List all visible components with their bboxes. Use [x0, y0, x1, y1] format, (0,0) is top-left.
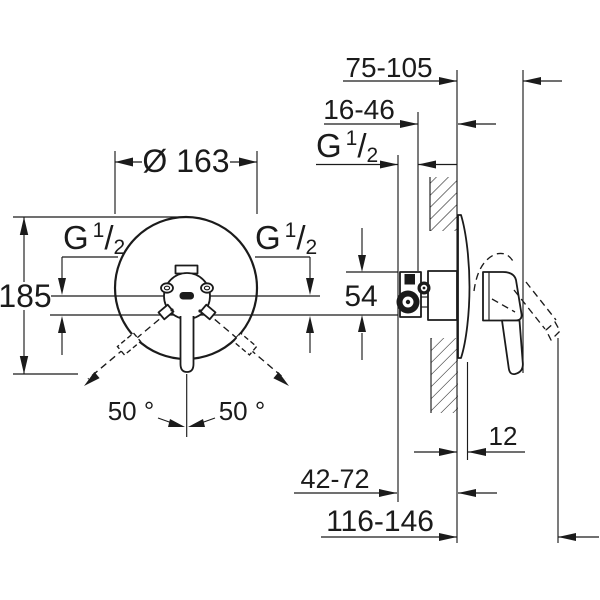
- dim-wall-to-handle: 75-105: [343, 52, 562, 85]
- handle-hub: [482, 271, 523, 322]
- lever-raised-dashed: [473, 252, 561, 341]
- lever-handle-side: [501, 319, 524, 376]
- valve-box: [427, 270, 458, 321]
- swing-tab-right: [199, 303, 217, 321]
- cap-logo-mark: [179, 292, 194, 300]
- dim-valve-height: 54: [344, 228, 398, 360]
- height-label: 185: [0, 278, 52, 314]
- dim-escutcheon-depth: 12: [414, 421, 525, 456]
- side-view: [396, 70, 561, 543]
- embed-depth-label: 16-46: [323, 94, 395, 125]
- rough-in-body: [396, 271, 431, 318]
- side-screw-left: [160, 282, 174, 294]
- wall-to-handle-label: 75-105: [345, 52, 432, 83]
- angle-right-label: 50 °: [219, 396, 266, 426]
- front-view: [50, 215, 398, 437]
- wall-section: [429, 177, 458, 413]
- swing-tab-left: [157, 303, 175, 321]
- angle-left-label: 50 °: [108, 396, 155, 426]
- extension-lines: [397, 70, 559, 543]
- lever-swing-right: [205, 311, 289, 386]
- dim-overall-depth: 116-146: [321, 505, 599, 541]
- escutcheon-depth-label: 12: [489, 421, 518, 451]
- overall-depth-label: 116-146: [326, 505, 434, 538]
- lever-swing-left: [84, 311, 169, 386]
- valve-height-label: 54: [344, 280, 377, 313]
- dim-diameter: Ø 163: [114, 143, 258, 214]
- rough-in-depth-label: 42-72: [300, 464, 369, 494]
- lever-handle-front: [179, 316, 195, 373]
- diameter-label: Ø 163: [142, 143, 229, 179]
- side-screw-right: [200, 282, 214, 294]
- escutcheon-profile: [457, 214, 471, 359]
- angle-arc-arrows: [157, 417, 216, 427]
- dim-embed-depth: 16-46: [323, 94, 496, 128]
- pin-dot-right: [198, 309, 202, 313]
- dim-height-185: 185: [0, 216, 186, 375]
- pin-dot-left: [170, 308, 174, 312]
- dim-rough-in-depth: 42-72: [294, 464, 497, 497]
